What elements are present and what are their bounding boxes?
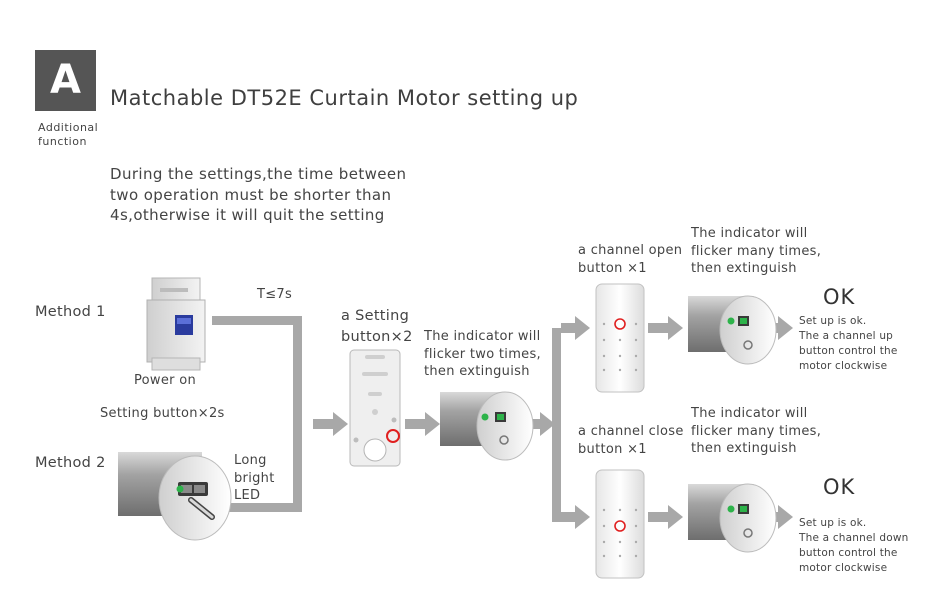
open-button-highlight [614, 318, 626, 330]
setting-button-plate-icon [349, 349, 401, 467]
setting-button-label: a Setting button×2 [341, 308, 413, 345]
open-indicator-label: The indicator will flicker many times, t… [691, 226, 822, 276]
section-badge: A [35, 50, 96, 111]
motor-method2-icon [118, 452, 232, 541]
close-button-highlight [614, 520, 626, 532]
led-label: Long bright LED [234, 453, 275, 503]
intro-text: During the settings,the time between two… [110, 165, 407, 224]
arrow-to-open-remote [561, 316, 590, 340]
indicator-led [727, 317, 735, 325]
arrow-to-close-remote [561, 505, 590, 529]
open-result-text: Set up is ok. The a channel up button co… [799, 315, 898, 372]
remote-open-icon [595, 283, 645, 393]
close-indicator-label: The indicator will flicker many times, t… [691, 406, 822, 456]
method1-connector [212, 316, 302, 325]
motor-close-icon [688, 483, 777, 553]
arrow-to-setting-button [313, 412, 348, 436]
motor-middle-icon [440, 391, 534, 461]
vertical-connector [293, 316, 302, 512]
indicator-led [727, 505, 735, 513]
setting-button-hold-label: Setting button×2s [100, 406, 225, 421]
badge-subtitle: Additional function [38, 121, 99, 148]
indicator-led [176, 485, 184, 493]
close-ok-label: OK [823, 475, 856, 499]
method1-label: Method 1 [35, 304, 106, 320]
method2-connector [226, 503, 302, 512]
timing-label: T≤7s [257, 287, 293, 302]
branch-vertical-connector [552, 328, 561, 522]
remote-close-icon [595, 469, 645, 579]
arrow-to-branch [520, 412, 555, 436]
indicator-led [481, 413, 489, 421]
indicator-two-times-label: The indicator will flicker two times, th… [424, 329, 541, 379]
motor-open-icon [688, 295, 777, 365]
circuit-breaker-icon [146, 277, 206, 371]
close-button-label: a channel close button ×1 [578, 424, 684, 457]
open-ok-label: OK [823, 285, 856, 309]
setting-button-highlight [386, 429, 400, 443]
arrow-open-to-result [764, 316, 793, 340]
arrow-close-to-motor [648, 505, 683, 529]
arrow-to-motor [405, 412, 440, 436]
close-result-text: Set up is ok. The a channel down button … [799, 517, 909, 574]
power-on-label: Power on [134, 373, 197, 388]
arrow-close-to-result [764, 505, 793, 529]
arrows [313, 316, 793, 529]
arrow-open-to-motor [648, 316, 683, 340]
page-title: Matchable DT52E Curtain Motor setting up [110, 86, 579, 110]
method2-label: Method 2 [35, 455, 106, 471]
open-button-label: a channel open button ×1 [578, 243, 683, 276]
connector-lines [212, 316, 561, 522]
